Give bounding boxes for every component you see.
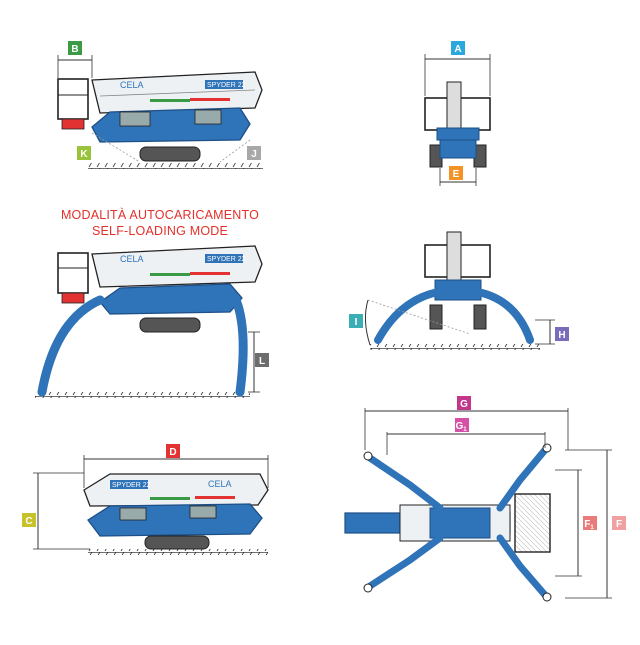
brand-model-1: SPYDER 22 [207, 82, 246, 89]
ground-line [35, 392, 250, 398]
brand-name-1: CELA [120, 80, 144, 90]
dimension-tag-d: D [166, 444, 180, 458]
ground-line [88, 549, 268, 555]
dimension-label-k: K [80, 149, 88, 160]
front-view-outriggers [364, 231, 555, 350]
mode-caption-en: SELF-LOADING MODE [91, 224, 229, 238]
dimension-tag-k: K [77, 146, 91, 160]
outrigger-left [37, 295, 105, 397]
dimension-tag-f1: F1 [583, 516, 597, 531]
dimension-label-i: I [355, 317, 358, 328]
top-view [344, 408, 612, 602]
ground-line [370, 344, 540, 350]
dimension-label-b: B [71, 44, 78, 55]
boom [91, 71, 263, 114]
dimension-label-g1: G1 [455, 421, 467, 433]
dimension-tag-l: L [255, 353, 269, 367]
ground-line [88, 163, 263, 169]
dimension-label-j: J [251, 149, 257, 160]
dimension-tag-c: C [22, 513, 36, 527]
dimension-tag-e: E [449, 166, 463, 180]
dimension-tag-i: I [349, 314, 363, 328]
dimension-label-c: C [25, 516, 32, 527]
dimension-label-f1: F1 [584, 519, 594, 531]
dimension-label-e: E [453, 169, 460, 180]
dimension-tag-h: H [555, 327, 569, 341]
side-view-stowed [33, 455, 269, 555]
side-view-self-loading [35, 245, 263, 398]
basket-top [514, 493, 551, 553]
brand-model-3: SPYDER 22 [112, 482, 151, 489]
dimension-label-l: L [259, 356, 265, 367]
dimension-label-d: D [169, 447, 176, 458]
outrigger-right [231, 295, 248, 397]
dimension-tag-a: A [451, 41, 465, 55]
brand-logo-1: CELA SPYDER 22 [120, 80, 246, 90]
track [139, 146, 201, 162]
basket [57, 78, 89, 120]
brand-name-2: CELA [120, 254, 144, 264]
dimension-tag-f: F [612, 516, 626, 530]
dimension-tag-j: J [247, 146, 261, 160]
dimension-sub-g1: 1 [463, 427, 467, 433]
dimension-label-f: F [616, 519, 622, 530]
mode-caption-it: MODALITÀ AUTOCARICAMENTO [60, 208, 260, 222]
side-view-tracks [57, 55, 263, 169]
brand-logo-2: CELA SPYDER 22 [120, 254, 246, 264]
dimension-tag-b: B [68, 41, 82, 55]
brand-model-2: SPYDER 22 [207, 256, 246, 263]
dimension-label-g: G [460, 399, 468, 410]
dimension-sub-f1: 1 [590, 525, 594, 531]
dimension-tag-g1: G1 [455, 418, 469, 433]
front-view-narrow [424, 54, 491, 186]
dimension-label-h: H [558, 330, 565, 341]
dimension-tag-g: G [457, 396, 471, 410]
brand-name-3: CELA [208, 479, 232, 489]
chassis [91, 107, 251, 143]
brand-logo-3: SPYDER 22 CELA [110, 479, 232, 489]
dimension-label-a: A [454, 44, 461, 55]
